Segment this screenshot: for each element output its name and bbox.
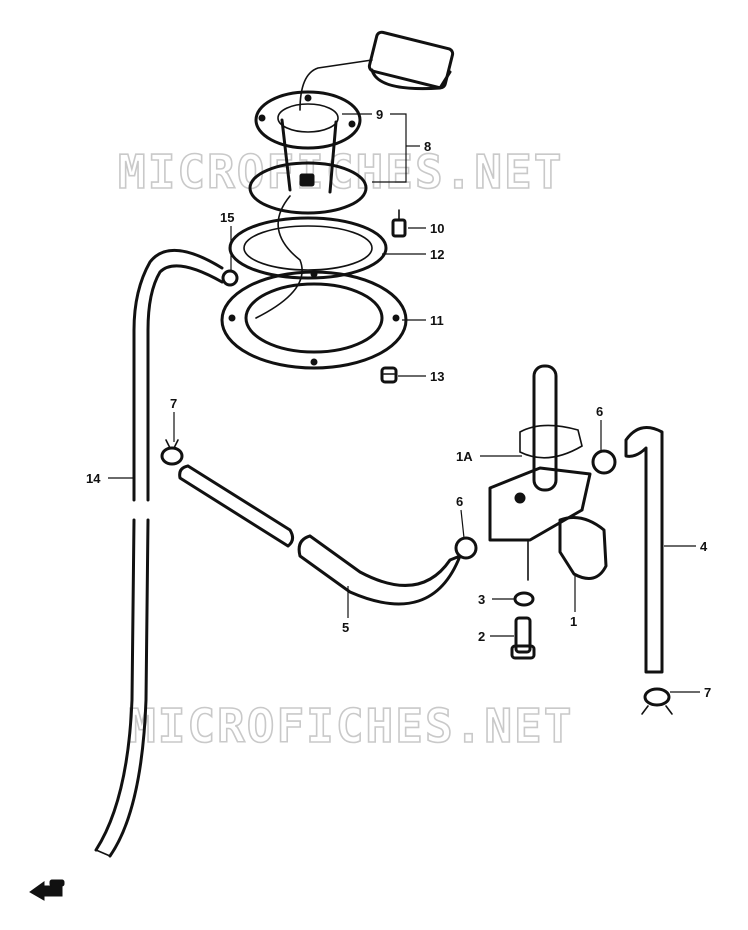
callout-7-lower: 7: [704, 685, 711, 700]
watermark-bottom: MICROFICHES.NET: [128, 699, 573, 753]
clamp-6-upper: [591, 449, 617, 475]
hose-14: [94, 248, 224, 858]
bolt-2: [510, 616, 536, 660]
callout-15: 15: [220, 210, 234, 225]
callout-6-lower: 6: [456, 494, 463, 509]
clamp-7-upper: [160, 439, 184, 466]
washer-3: [513, 591, 535, 607]
clamp-6-lower: [454, 536, 478, 560]
callout-14: 14: [86, 471, 101, 486]
clamp-15: [221, 269, 239, 287]
fuel-cock-assembly: [488, 364, 608, 581]
clamp-7-lower: [641, 687, 673, 715]
callout-1a: 1A: [456, 449, 473, 464]
callout-6-upper: 6: [596, 404, 603, 419]
callout-4: 4: [700, 539, 708, 554]
callout-12: 12: [430, 247, 444, 262]
gasket-12: [228, 216, 388, 280]
screw-10: [391, 209, 407, 238]
screw-13: [380, 366, 398, 384]
callout-1: 1: [570, 614, 577, 629]
mounting-plate-11: [220, 270, 408, 370]
callout-8: 8: [424, 139, 431, 154]
callout-13: 13: [430, 369, 444, 384]
float-arm: [255, 195, 303, 319]
leader-lines: [108, 113, 700, 693]
fuel-level-sender-assembly: [248, 30, 455, 215]
callout-2: 2: [478, 629, 485, 644]
callout-11: 11: [430, 313, 444, 328]
callout-9: 9: [376, 107, 383, 122]
callout-7-upper: 7: [170, 396, 177, 411]
callout-labels: 9 8 10 12 15 11 13 7 6 1A 14 6 4 3 2 1 5…: [86, 107, 711, 700]
hose-4: [624, 426, 664, 674]
front-arrow-icon: [29, 879, 65, 901]
callout-3: 3: [478, 592, 485, 607]
callout-5: 5: [342, 620, 349, 635]
hose-5: [178, 464, 462, 606]
watermark-top: MICROFICHES.NET: [118, 145, 563, 199]
callout-10: 10: [430, 221, 444, 236]
